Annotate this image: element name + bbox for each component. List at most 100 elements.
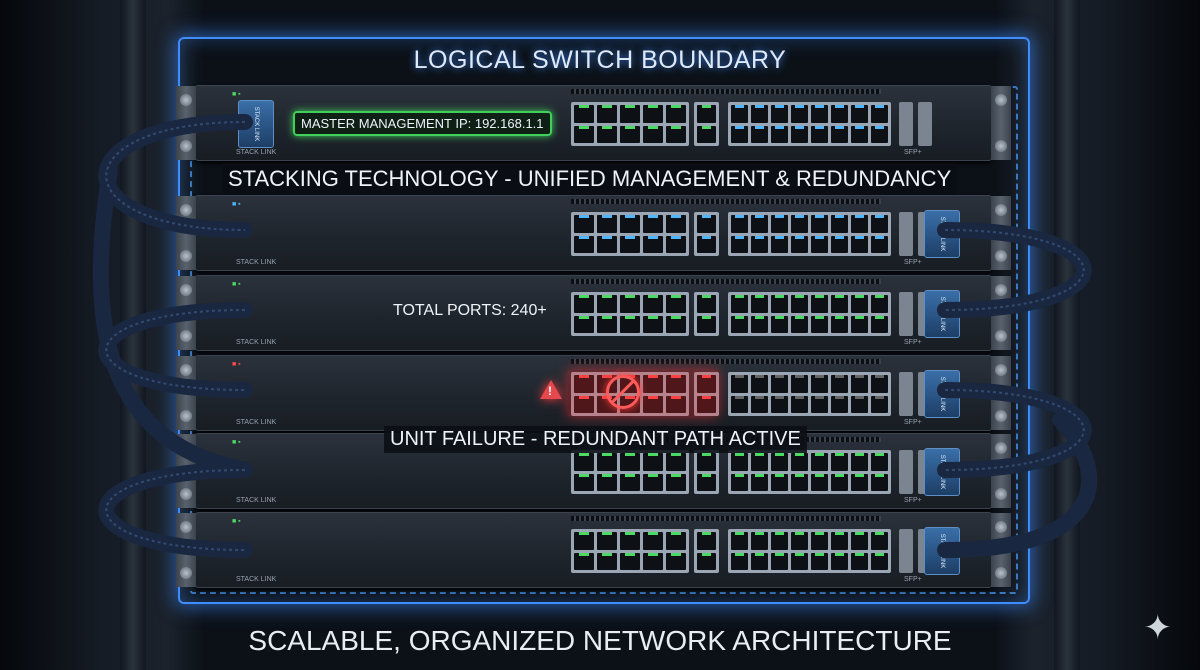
ethernet-port[interactable] — [643, 235, 663, 253]
ethernet-port[interactable] — [851, 532, 868, 550]
ethernet-port[interactable] — [831, 453, 848, 471]
ethernet-port[interactable] — [871, 453, 888, 471]
ethernet-port[interactable] — [851, 295, 868, 313]
ethernet-port[interactable] — [666, 552, 686, 570]
ethernet-port[interactable] — [574, 315, 594, 333]
ethernet-port[interactable] — [643, 295, 663, 313]
ethernet-port[interactable] — [597, 215, 617, 233]
ethernet-port[interactable] — [697, 532, 716, 550]
ethernet-port[interactable] — [871, 395, 888, 413]
ethernet-port[interactable] — [751, 315, 768, 333]
ethernet-port[interactable] — [620, 235, 640, 253]
ethernet-port[interactable] — [697, 215, 716, 233]
ethernet-port[interactable] — [731, 395, 748, 413]
ethernet-port[interactable] — [851, 125, 868, 143]
ethernet-port[interactable] — [731, 453, 748, 471]
ethernet-port[interactable] — [751, 375, 768, 393]
ethernet-port[interactable] — [871, 375, 888, 393]
ethernet-port[interactable] — [791, 532, 808, 550]
ethernet-port[interactable] — [811, 375, 828, 393]
ethernet-port[interactable] — [620, 105, 640, 123]
ethernet-port[interactable] — [666, 473, 686, 491]
ethernet-port[interactable] — [643, 125, 663, 143]
ethernet-port[interactable] — [791, 295, 808, 313]
ethernet-port[interactable] — [811, 532, 828, 550]
ethernet-port[interactable] — [574, 295, 594, 313]
ethernet-port[interactable] — [620, 552, 640, 570]
ethernet-port[interactable] — [643, 473, 663, 491]
ethernet-port[interactable] — [731, 125, 748, 143]
ethernet-port[interactable] — [771, 375, 788, 393]
ethernet-port[interactable] — [620, 125, 640, 143]
ethernet-port[interactable] — [791, 552, 808, 570]
ethernet-port[interactable] — [751, 235, 768, 253]
ethernet-port[interactable] — [811, 295, 828, 313]
ethernet-port[interactable] — [771, 105, 788, 123]
ethernet-port[interactable] — [771, 552, 788, 570]
ethernet-port[interactable] — [811, 552, 828, 570]
ethernet-port[interactable] — [751, 105, 768, 123]
ethernet-port[interactable] — [643, 552, 663, 570]
ethernet-port[interactable] — [871, 473, 888, 491]
ethernet-port[interactable] — [871, 552, 888, 570]
ethernet-port[interactable] — [871, 315, 888, 333]
ethernet-port[interactable] — [731, 295, 748, 313]
ethernet-port[interactable] — [666, 295, 686, 313]
ethernet-port[interactable] — [697, 552, 716, 570]
ethernet-port[interactable] — [791, 453, 808, 471]
ethernet-port[interactable] — [811, 215, 828, 233]
ethernet-port[interactable] — [831, 532, 848, 550]
ethernet-port[interactable] — [851, 105, 868, 123]
ethernet-port[interactable] — [831, 215, 848, 233]
ethernet-port[interactable] — [851, 552, 868, 570]
ethernet-port[interactable] — [771, 215, 788, 233]
ethernet-port[interactable] — [811, 125, 828, 143]
ethernet-port[interactable] — [666, 105, 686, 123]
ethernet-port[interactable] — [751, 453, 768, 471]
ethernet-port[interactable] — [831, 125, 848, 143]
ethernet-port[interactable] — [791, 215, 808, 233]
ethernet-port[interactable] — [620, 453, 640, 471]
ethernet-port[interactable] — [620, 215, 640, 233]
ethernet-port[interactable] — [831, 552, 848, 570]
ethernet-port[interactable] — [811, 453, 828, 471]
ethernet-port[interactable] — [771, 532, 788, 550]
ethernet-port[interactable] — [771, 395, 788, 413]
ethernet-port[interactable] — [574, 375, 594, 393]
ethernet-port[interactable] — [643, 105, 663, 123]
ethernet-port[interactable] — [620, 532, 640, 550]
ethernet-port[interactable] — [597, 125, 617, 143]
ethernet-port[interactable] — [751, 552, 768, 570]
ethernet-port[interactable] — [751, 532, 768, 550]
ethernet-port[interactable] — [831, 375, 848, 393]
ethernet-port[interactable] — [751, 295, 768, 313]
ethernet-port[interactable] — [811, 315, 828, 333]
ethernet-port[interactable] — [643, 395, 663, 413]
ethernet-port[interactable] — [574, 532, 594, 550]
ethernet-port[interactable] — [597, 235, 617, 253]
ethernet-port[interactable] — [731, 532, 748, 550]
ethernet-port[interactable] — [697, 375, 716, 393]
ethernet-port[interactable] — [697, 473, 716, 491]
ethernet-port[interactable] — [831, 105, 848, 123]
ethernet-port[interactable] — [666, 215, 686, 233]
ethernet-port[interactable] — [574, 473, 594, 491]
ethernet-port[interactable] — [666, 395, 686, 413]
ethernet-port[interactable] — [620, 473, 640, 491]
ethernet-port[interactable] — [643, 532, 663, 550]
ethernet-port[interactable] — [620, 295, 640, 313]
ethernet-port[interactable] — [831, 315, 848, 333]
ethernet-port[interactable] — [697, 105, 716, 123]
ethernet-port[interactable] — [574, 105, 594, 123]
ethernet-port[interactable] — [851, 215, 868, 233]
ethernet-port[interactable] — [771, 473, 788, 491]
ethernet-port[interactable] — [751, 215, 768, 233]
ethernet-port[interactable] — [851, 235, 868, 253]
ethernet-port[interactable] — [666, 532, 686, 550]
ethernet-port[interactable] — [871, 295, 888, 313]
sfp-port[interactable] — [918, 102, 932, 146]
ethernet-port[interactable] — [871, 215, 888, 233]
sfp-port[interactable] — [899, 212, 913, 256]
ethernet-port[interactable] — [751, 125, 768, 143]
ethernet-port[interactable] — [851, 395, 868, 413]
